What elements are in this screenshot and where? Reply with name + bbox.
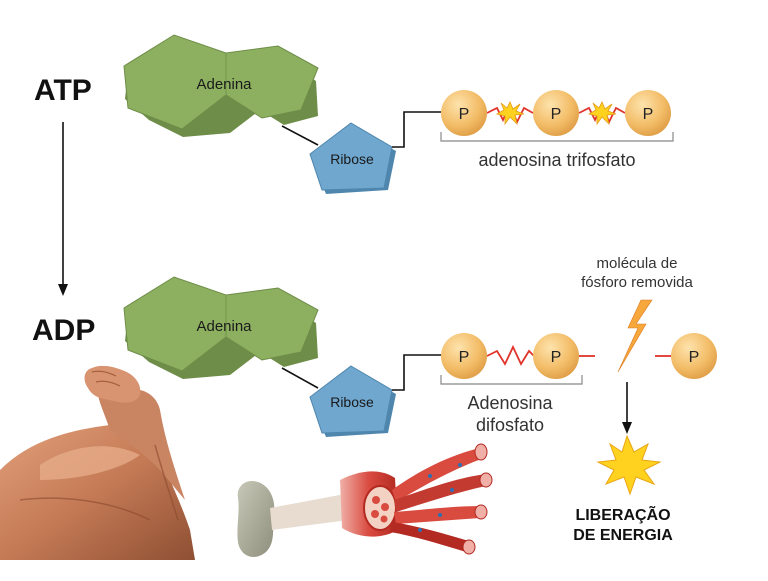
removed-label-2: fósforo removida — [581, 274, 693, 291]
svg-text:P: P — [459, 349, 470, 366]
ribose-shape-adp — [309, 365, 396, 437]
energy-arrow-icon — [622, 382, 632, 434]
atp-label: ATP — [34, 74, 92, 107]
svg-text:P: P — [551, 106, 562, 123]
adp-label: ADP — [32, 314, 95, 347]
bracket-atp — [440, 132, 674, 142]
phosphate-adp-2: P — [533, 333, 579, 379]
caption-atp: adenosina trifosfato — [478, 150, 635, 170]
caption-adp-2: difosfato — [476, 415, 544, 435]
energy-label-1: LIBERAÇÃO — [575, 504, 670, 524]
svg-text:P: P — [551, 349, 562, 366]
phosphate-atp-1: P — [441, 90, 487, 136]
bracket-adp — [440, 375, 583, 385]
flexed-arm-illustration — [0, 365, 195, 560]
high-energy-bond-2 — [578, 101, 626, 126]
removed-label-1: molécula de — [597, 255, 678, 272]
ribose-shape-atp — [309, 122, 396, 194]
svg-text:P: P — [459, 106, 470, 123]
adenine-shape-atp — [123, 34, 319, 137]
caption-adp-1: Adenosina — [467, 393, 553, 413]
phosphate-adp-1: P — [441, 333, 487, 379]
high-energy-bond-1 — [486, 101, 534, 126]
phosphate-removed: P — [671, 333, 717, 379]
down-arrow-icon — [58, 122, 68, 296]
phosphate-atp-3: P — [625, 90, 671, 136]
energy-label-2: DE ENERGIA — [573, 527, 673, 544]
adenine-shape-adp — [123, 276, 319, 379]
spark-icon — [495, 101, 525, 126]
muscle-fiber-illustration — [237, 443, 493, 557]
adenine-label-adp: Adenina — [196, 318, 252, 335]
ribose-phosphate-bond-atp — [392, 111, 442, 148]
phosphate-atp-2: P — [533, 90, 579, 136]
spark-icon — [587, 101, 617, 126]
lightning-icon — [617, 299, 653, 373]
ribose-label-adp: Ribose — [330, 394, 374, 410]
energy-burst-icon — [596, 434, 662, 496]
bond-adp — [486, 344, 535, 366]
ribose-phosphate-bond-adp — [392, 354, 442, 391]
svg-text:P: P — [689, 349, 700, 366]
adenine-ribose-bond-atp — [281, 125, 319, 146]
svg-text:P: P — [643, 106, 654, 123]
adenine-label-atp: Adenina — [196, 76, 252, 93]
ribose-label-atp: Ribose — [330, 151, 374, 167]
adenine-ribose-bond-adp — [281, 367, 319, 389]
